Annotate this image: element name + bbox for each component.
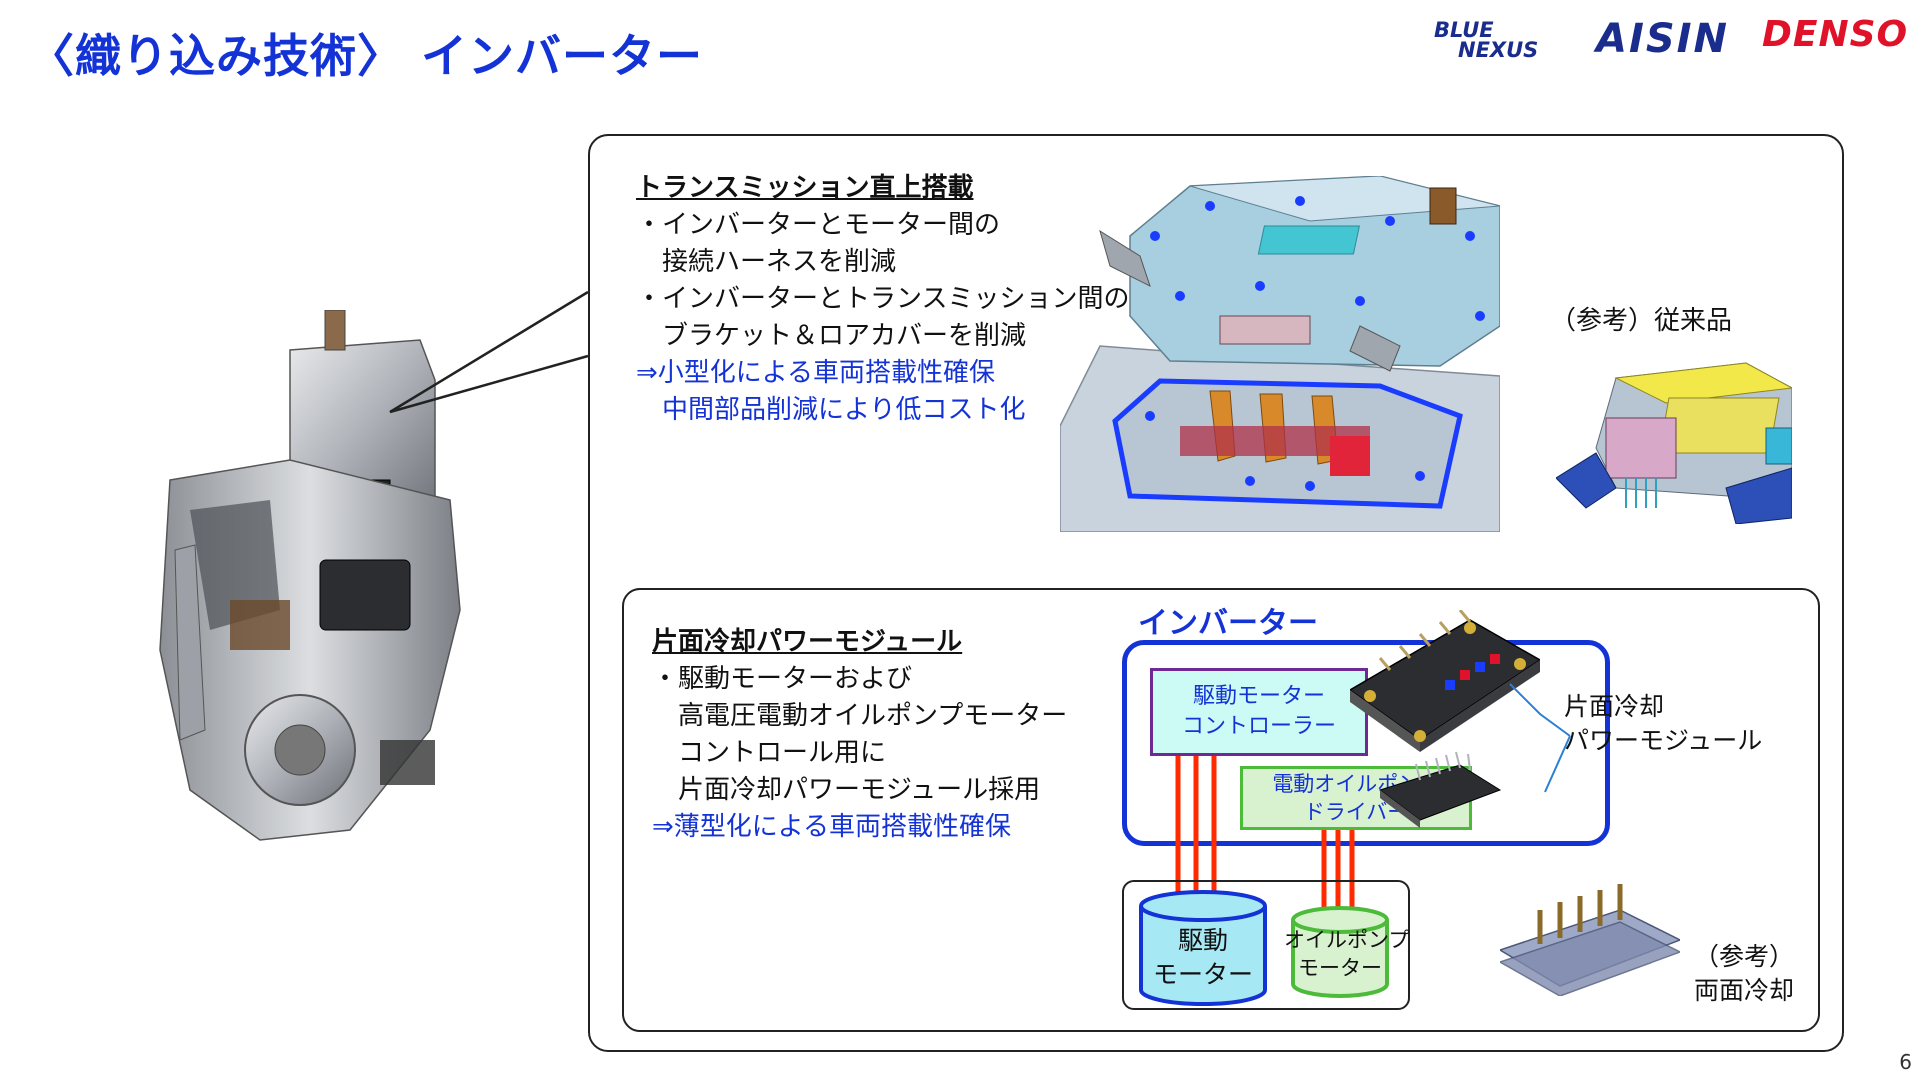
power-module-label-line1: 片面冷却 bbox=[1564, 692, 1665, 721]
drive-motor-cylinder bbox=[1139, 890, 1267, 1006]
aisin-logo: AISIN bbox=[1596, 16, 1730, 62]
bluenexus-logo-line1: BLUE bbox=[1434, 18, 1494, 42]
section2-benefit: ⇒薄型化による車両搭載性確保 bbox=[652, 812, 1012, 842]
inverter-render bbox=[1060, 176, 1500, 532]
section1-bullet: ブラケット＆ロアカバーを削減 bbox=[636, 321, 1027, 351]
double-side-cooling-render bbox=[1500, 884, 1680, 996]
drive-motor-line2: モーター bbox=[1152, 960, 1253, 989]
section1-bullet: ・インバーターとトランスミッション間の bbox=[636, 284, 1130, 314]
section1-heading: トランスミッション直上搭載 bbox=[636, 173, 974, 203]
section2-text: 片面冷却パワーモジュール ・駆動モーターおよび 高電圧電動オイルポンプモーター … bbox=[652, 624, 1067, 846]
section2-bullet: ・駆動モーターおよび bbox=[652, 664, 913, 694]
section1-benefit: 中間部品削減により低コスト化 bbox=[636, 395, 1026, 425]
controller-line2: コントローラー bbox=[1181, 714, 1336, 739]
inverter-diagram-title: インバーター bbox=[1138, 606, 1318, 641]
section2-bullet: コントロール用に bbox=[652, 738, 887, 768]
slide-title: 〈織り込み技術〉 インバーター bbox=[28, 29, 704, 83]
section1-benefit: ⇒小型化による車両搭載性確保 bbox=[636, 358, 996, 388]
controller-line1: 駆動モーター bbox=[1192, 684, 1325, 709]
oil-pump-motor-label: オイルポンプ モーター bbox=[1284, 926, 1410, 982]
reference-double-side-line2: 両面冷却 bbox=[1694, 976, 1795, 1005]
transaxle-photo bbox=[159, 310, 461, 841]
callout-frame bbox=[588, 134, 1844, 1052]
power-module-label-line2: パワーモジュール bbox=[1564, 726, 1763, 755]
section1-bullet: ・インバーターとモーター間の bbox=[636, 210, 1001, 240]
conventional-inverter-render bbox=[1556, 362, 1792, 524]
section1-bullet: 接続ハーネスを削減 bbox=[636, 247, 897, 277]
motor-frame bbox=[1122, 880, 1410, 1010]
drive-motor-line1: 駆動 bbox=[1177, 926, 1228, 955]
oil-pump-motor-cylinder bbox=[1291, 906, 1389, 998]
drive-motor-label: 駆動 モーター bbox=[1138, 924, 1268, 992]
motor-controller-box: 駆動モーター コントローラー bbox=[1150, 668, 1368, 756]
power-module-frame bbox=[622, 588, 1820, 1032]
reference-double-side-label: （参考） 両面冷却 bbox=[1694, 940, 1794, 1008]
oil-pump-motor-line1: オイルポンプ bbox=[1284, 928, 1410, 952]
section2-bullet: 高電圧電動オイルポンプモーター bbox=[652, 701, 1068, 731]
page-number: 6 bbox=[1899, 1050, 1912, 1074]
section1-text: トランスミッション直上搭載 ・インバーターとモーター間の 接続ハーネスを削減 ・… bbox=[636, 170, 1129, 429]
section2-heading: 片面冷却パワーモジュール bbox=[652, 627, 963, 657]
bluenexus-logo: BLUE NEXUS bbox=[1434, 18, 1539, 62]
section2-bullet: 片面冷却パワーモジュール採用 bbox=[652, 775, 1041, 805]
inverter-box bbox=[1122, 640, 1610, 846]
reference-conventional-label: （参考）従来品 bbox=[1550, 306, 1733, 336]
power-module-render bbox=[1350, 610, 1540, 828]
bluenexus-logo-line2: NEXUS bbox=[1458, 38, 1539, 62]
denso-logo: DENSO bbox=[1762, 14, 1909, 55]
oil-pump-motor-line2: モーター bbox=[1298, 956, 1382, 980]
reference-double-side-line1: （参考） bbox=[1694, 942, 1795, 971]
power-module-label: 片面冷却 パワーモジュール bbox=[1564, 690, 1762, 758]
